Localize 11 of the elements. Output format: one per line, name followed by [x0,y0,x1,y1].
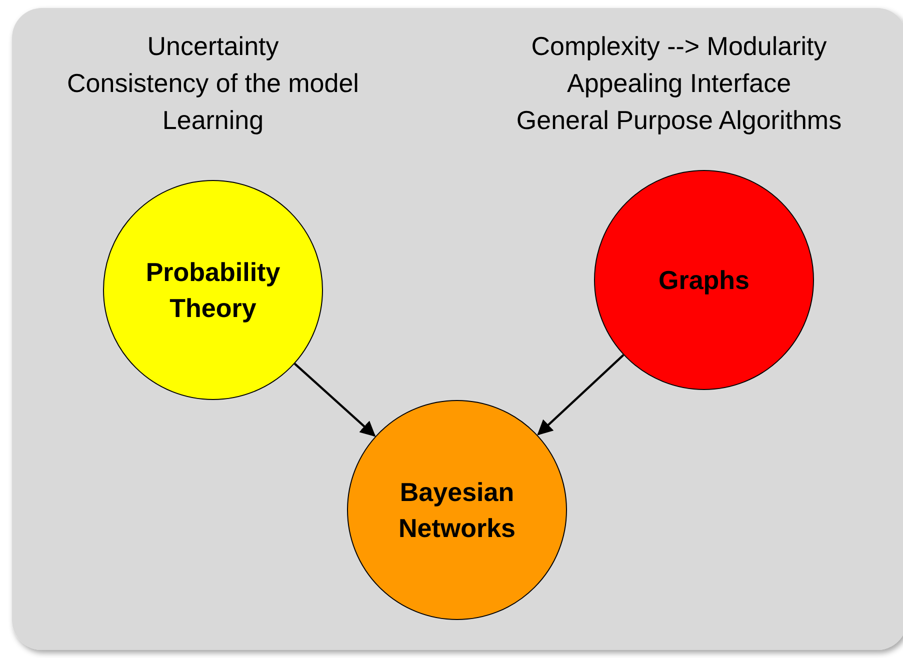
note-text: Learning [162,105,264,135]
note-text: General Purpose Algorithms [516,105,842,135]
note-text: Uncertainty [147,31,279,61]
note-text: Complexity --> Modularity [531,31,827,61]
arrow [294,362,376,437]
node-label: Probability Theory [144,256,282,325]
note-text: Consistency of the model [67,68,359,98]
arrow [537,354,624,436]
note-text: Appealing Interface [566,68,792,98]
node-label: Bayesian Networks [397,476,517,545]
node-label: Graphs [658,264,750,297]
